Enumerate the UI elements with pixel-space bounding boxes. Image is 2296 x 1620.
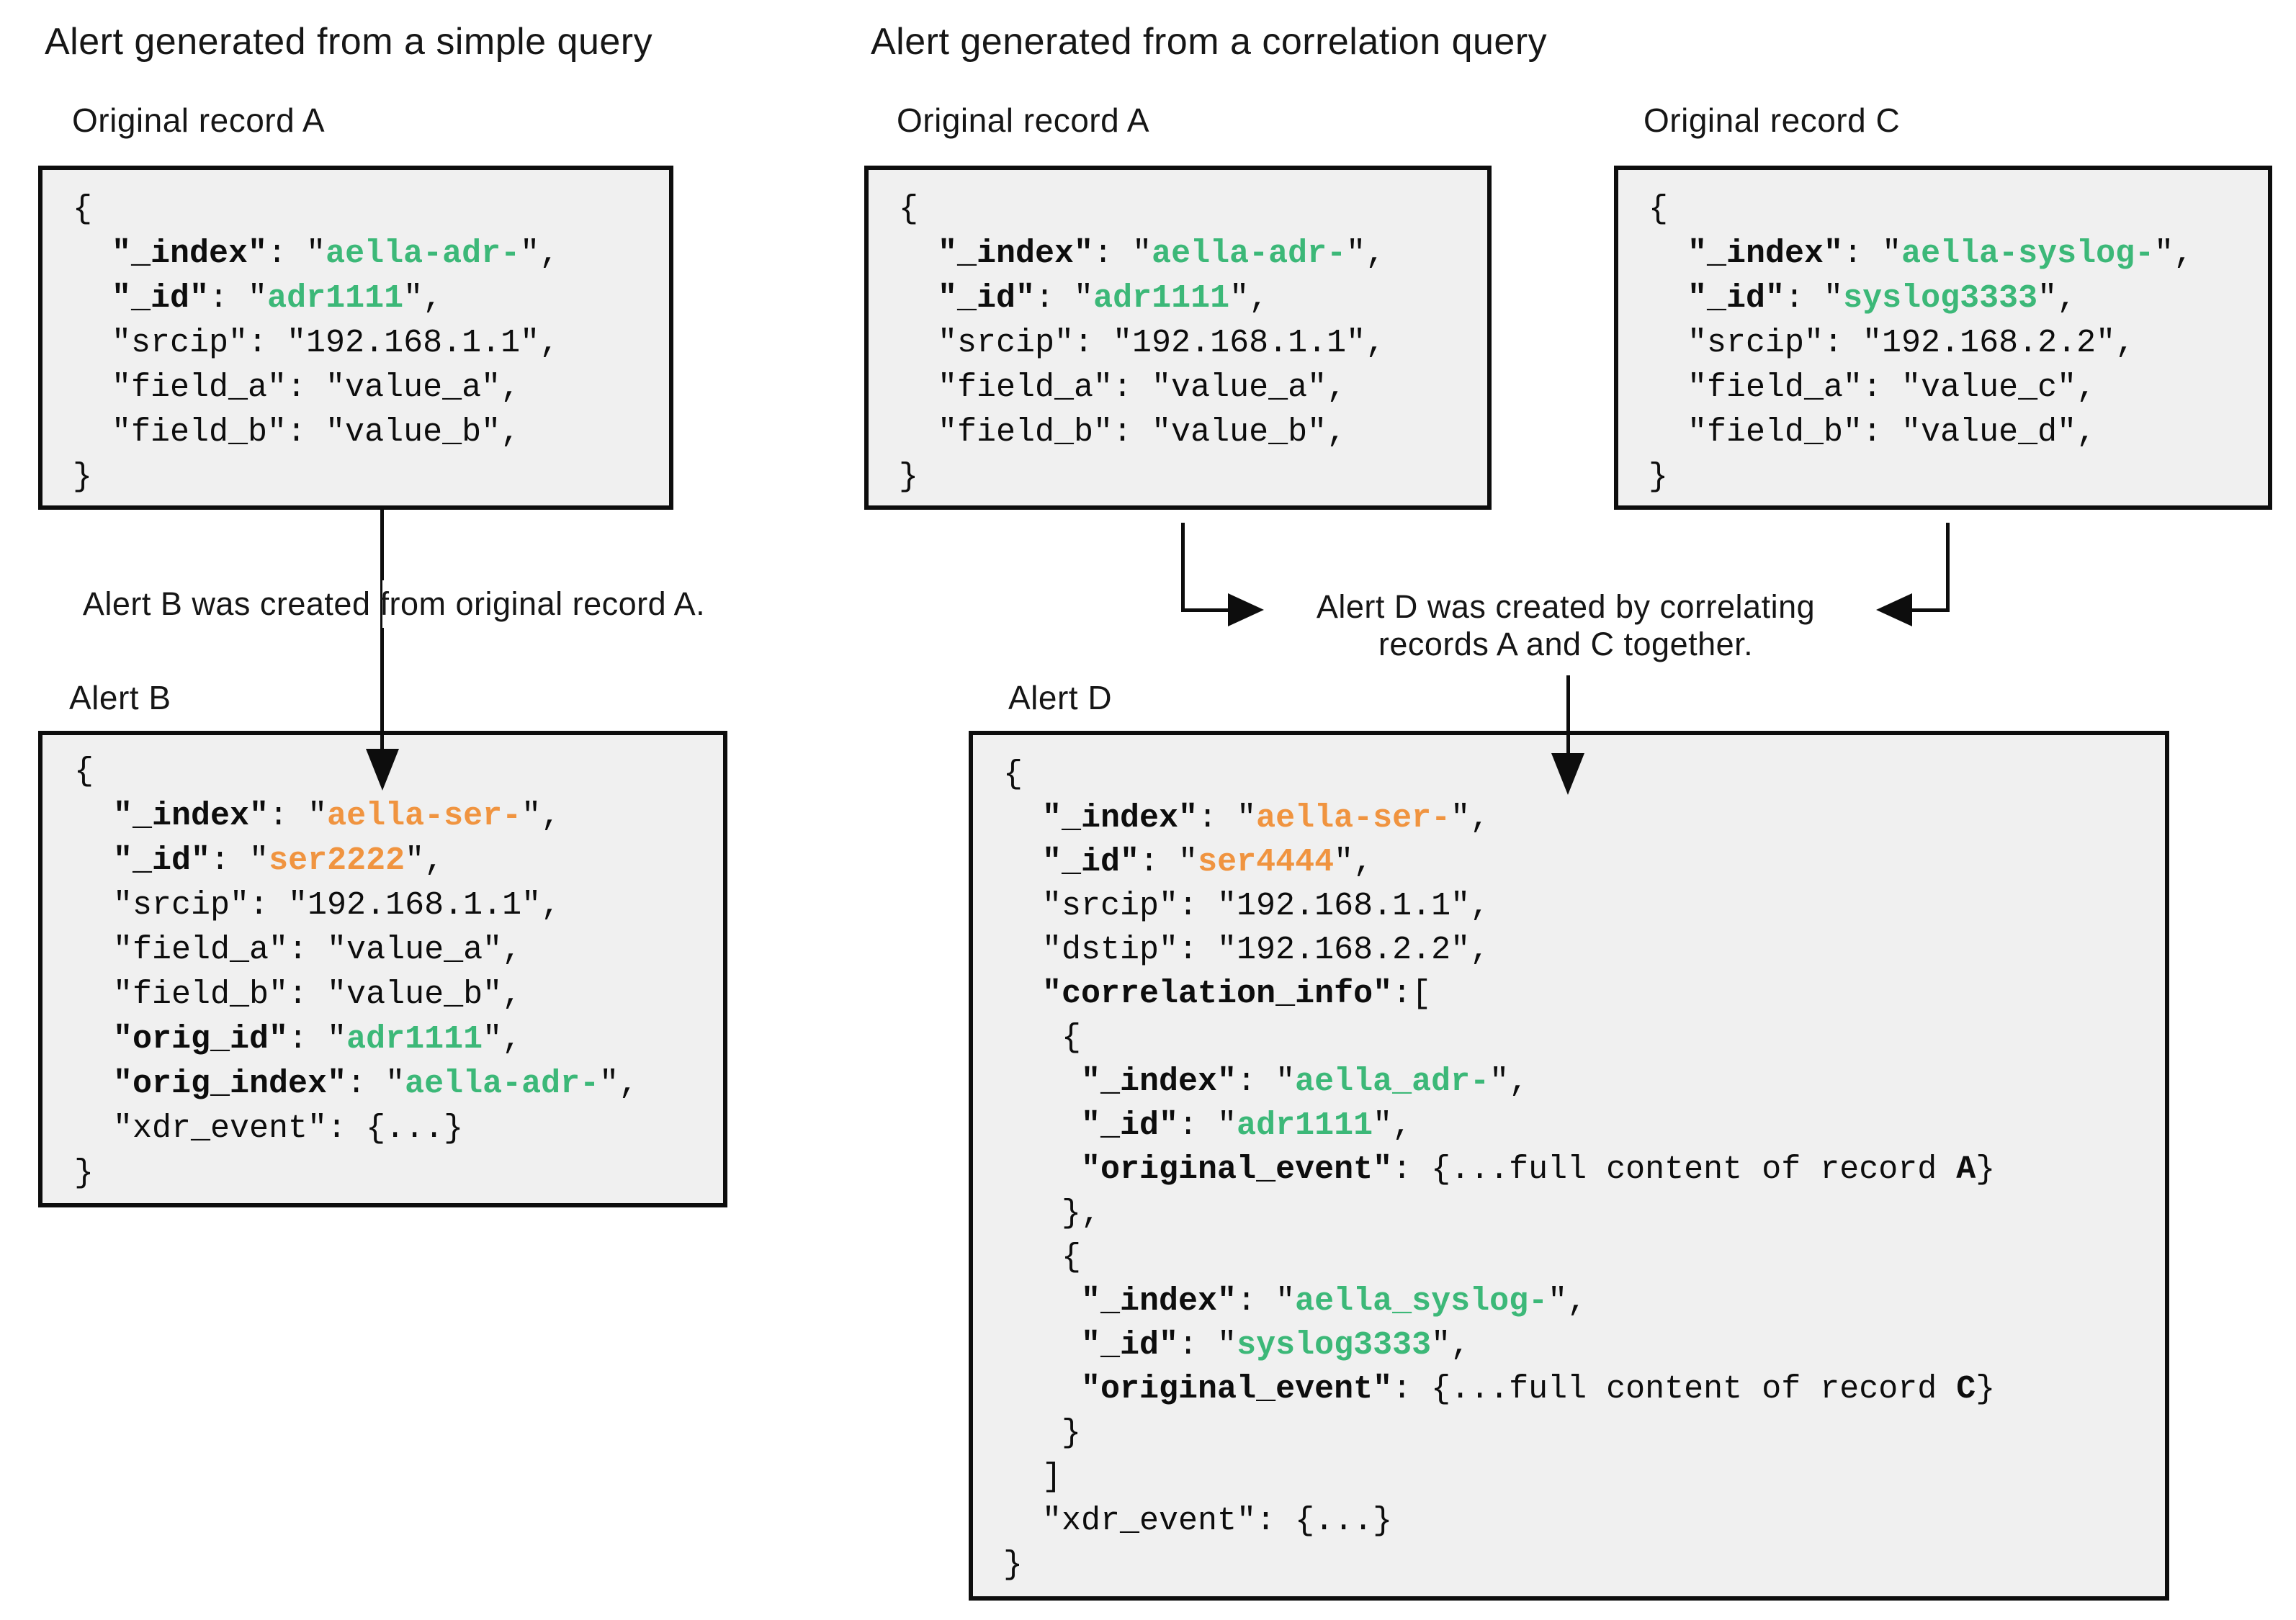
record-a-left-code: { "_index": "aella-adr-", "_id": "adr111… — [73, 191, 560, 495]
simple-query-title: Alert generated from a simple query — [45, 21, 653, 63]
correlation-left-arrow-vline — [1181, 523, 1185, 612]
correlation-right-arrow-hline — [1912, 608, 1950, 612]
correlation-query-title: Alert generated from a correlation query — [871, 21, 1548, 63]
alert-b-code: { "_index": "aella-ser-", "_id": "ser222… — [74, 753, 639, 1192]
record-c-label: Original record C — [1643, 102, 1901, 139]
correlation-annotation-line1: Alert D was created by correlating — [1316, 588, 1816, 625]
alert-b-label: Alert B — [69, 679, 171, 716]
alert-d-label: Alert D — [1008, 679, 1113, 716]
simple-arrow-line — [380, 510, 384, 752]
alert-d-box: { "_index": "aella-ser-", "_id": "ser444… — [969, 731, 2169, 1601]
alert-d-code: { "_index": "aella-ser-", "_id": "ser444… — [1003, 756, 1996, 1583]
alert-b-box: { "_index": "aella-ser-", "_id": "ser222… — [38, 731, 727, 1207]
correlation-left-arrow-hline — [1181, 608, 1228, 612]
correlation-right-arrow-head-icon — [1876, 593, 1912, 626]
simple-arrow-head-icon — [366, 749, 399, 791]
simple-annotation: Alert B was created from original record… — [83, 580, 1028, 628]
record-c-code: { "_index": "aella-syslog-", "_id": "sys… — [1649, 191, 2194, 495]
correlation-right-arrow-vline — [1946, 523, 1950, 612]
correlation-annotation-line2: records A and C together. — [1378, 626, 1754, 662]
record-a-left-box: { "_index": "aella-adr-", "_id": "adr111… — [38, 166, 673, 510]
record-a-mid-box: { "_index": "aella-adr-", "_id": "adr111… — [864, 166, 1492, 510]
alert-d-arrow-head-icon — [1551, 753, 1584, 795]
correlation-left-arrow-head-icon — [1228, 593, 1264, 626]
alert-d-arrow-line — [1566, 675, 1570, 756]
record-c-box: { "_index": "aella-syslog-", "_id": "sys… — [1614, 166, 2272, 510]
record-a-left-label: Original record A — [72, 102, 326, 139]
record-a-mid-label: Original record A — [897, 102, 1150, 139]
record-a-mid-code: { "_index": "aella-adr-", "_id": "adr111… — [899, 191, 1386, 495]
